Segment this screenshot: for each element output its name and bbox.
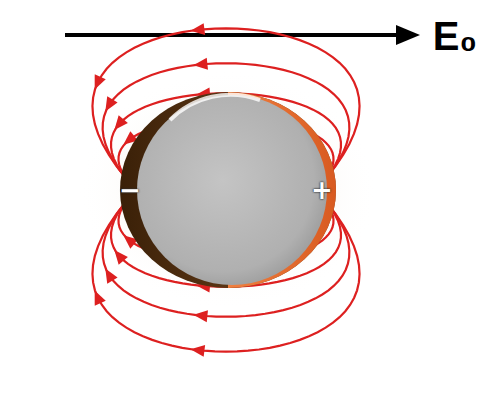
- field-arrowhead: [89, 288, 106, 306]
- field-arrowhead: [89, 74, 106, 92]
- glow: [78, 70, 378, 310]
- field-arrowhead: [193, 58, 208, 71]
- field-label: E₀: [433, 16, 478, 56]
- positive-sign: +: [311, 177, 333, 203]
- field-arrowhead: [100, 96, 117, 114]
- field-arrowhead: [110, 246, 128, 264]
- negative-sign: −: [119, 177, 141, 203]
- negative-charge-layer: [120, 92, 336, 288]
- field-arrowhead: [190, 23, 205, 37]
- field-arrowhead: [193, 309, 208, 322]
- field-arrow: [65, 33, 400, 37]
- field-arrowhead: [100, 265, 117, 283]
- field-arrowhead: [190, 343, 205, 357]
- field-arrowhead: [110, 115, 128, 133]
- highlight: [170, 95, 260, 120]
- field-lines: [89, 23, 359, 357]
- arrow-head: [396, 25, 420, 45]
- metal-sphere: [137, 95, 327, 285]
